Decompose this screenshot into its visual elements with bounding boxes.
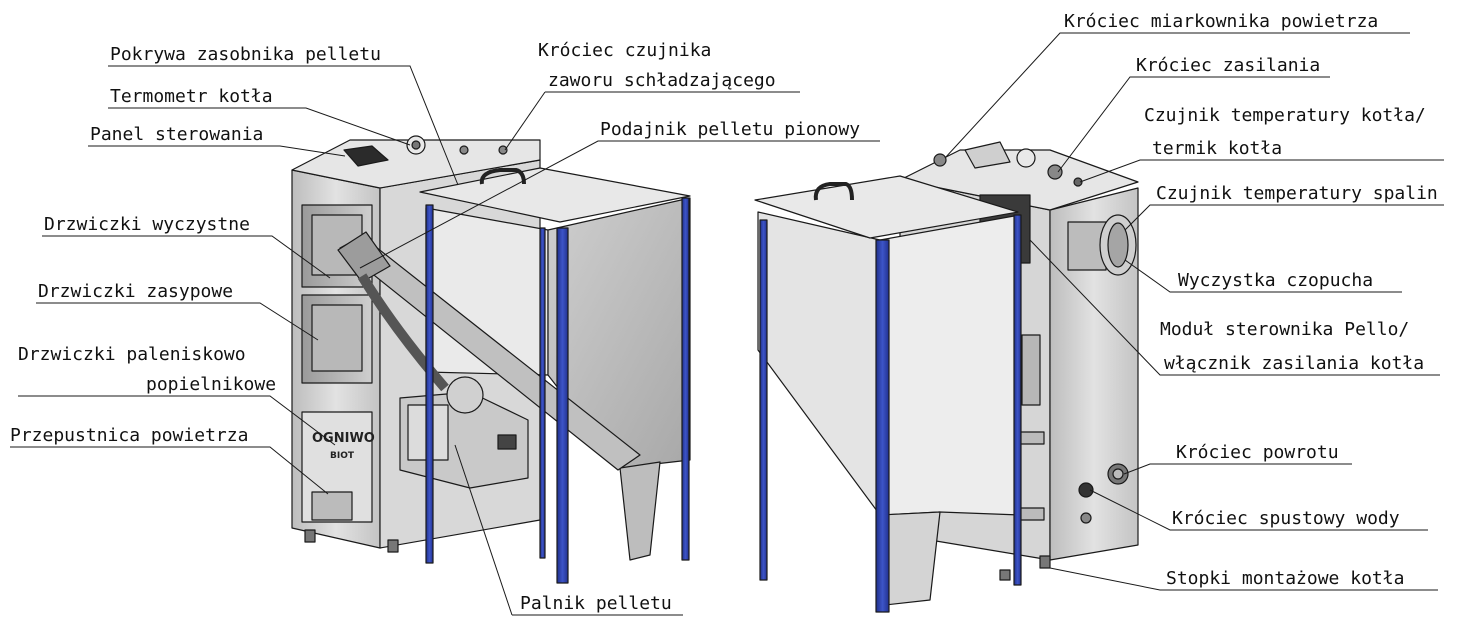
label-wyczystka: Wyczystka czopucha (1178, 270, 1373, 291)
rear-frame-leg-2 (875, 239, 890, 613)
right-boiler-view (754, 141, 1139, 613)
label-czujnik-spalin: Czujnik temperatury spalin (1156, 183, 1438, 204)
leader-lines (10, 32, 1444, 616)
label-powrot: Króciec powrotu (1176, 442, 1339, 463)
air-damper (311, 491, 353, 521)
label-miarkownik: Króciec miarkownika powietrza (1064, 11, 1378, 32)
label-termometr: Termometr kotła (110, 86, 273, 107)
label-czujnik-kotla-2: termik kotła (1152, 138, 1282, 159)
rear-frame-leg-1 (759, 219, 768, 581)
rear-hopper-front (879, 214, 1021, 516)
rear-hopper-lid (754, 175, 1019, 239)
label-modul-2: włącznik zasilania kotła (1164, 353, 1424, 374)
frame-leg-1 (425, 204, 434, 564)
label-paleniskowo-1: Drzwiczki paleniskowo (18, 344, 246, 365)
label-palnik: Palnik pelletu (520, 593, 672, 614)
supply-port (1047, 164, 1063, 180)
label-panel: Panel sterowania (90, 124, 263, 145)
label-zasypowe: Drzwiczki zasypowe (38, 281, 233, 302)
left-boiler-view (291, 135, 691, 584)
label-wyczystne: Drzwiczki wyczystne (44, 214, 250, 235)
label-spustowy: Króciec spustowy wody (1172, 508, 1400, 529)
drain-port (1078, 482, 1094, 498)
air-regulator-port (933, 153, 947, 167)
label-czujnik-kotla-1: Czujnik temperatury kotła/ (1144, 105, 1426, 126)
sensor-port-top (459, 145, 469, 155)
label-paleniskowo-2: popielnikowe (146, 374, 276, 395)
hopper-lid (419, 167, 691, 223)
label-pokrywa: Pokrywa zasobnika pelletu (110, 44, 381, 65)
labels: Pokrywa zasobnika pelletu Termometr kotł… (10, 11, 1438, 614)
hopper-outlet (619, 461, 661, 561)
control-panel-shape (343, 145, 389, 167)
label-zasilanie: Króciec zasilania (1136, 55, 1320, 76)
label-czujnik-zaworu-1: Króciec czujnika (538, 40, 711, 61)
brand-logo: OGNIWO (312, 431, 375, 446)
label-przepustnica: Przepustnica powietrza (10, 425, 248, 446)
label-podajnik: Podajnik pelletu pionowy (600, 119, 860, 140)
label-czujnik-zaworu-2: zaworu schładzającego (548, 70, 776, 91)
frame-leg-4 (539, 227, 546, 559)
brand-model: BIOT (330, 451, 355, 461)
rear-frame-leg-3 (1013, 214, 1022, 586)
frame-leg-2 (556, 227, 569, 584)
label-modul-1: Moduł sterownika Pello/ (1160, 319, 1409, 340)
rear-hopper-side (757, 211, 881, 516)
label-stopki: Stopki montażowe kotła (1166, 568, 1404, 589)
feeder-hose (357, 273, 449, 392)
frame-leg-3 (681, 197, 690, 561)
